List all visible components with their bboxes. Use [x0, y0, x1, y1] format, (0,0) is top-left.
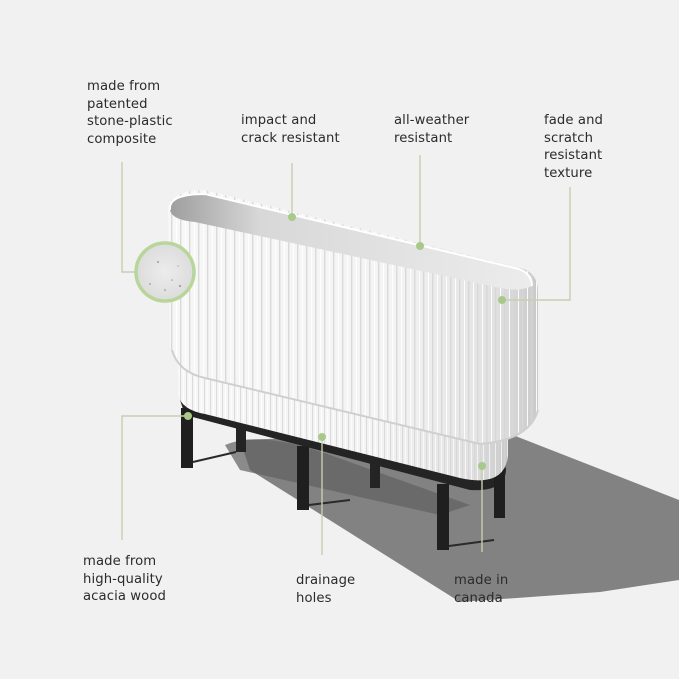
callout-dots	[184, 213, 506, 470]
callout-weather: all-weather resistant	[394, 113, 470, 146]
texture-inset	[134, 241, 196, 303]
planter-opening	[169, 194, 532, 290]
callout-wood: made from high-quality acacia wood	[83, 554, 166, 605]
callout-canada: made in canada	[454, 573, 509, 606]
callout-impact: impact and crack resistant	[241, 113, 340, 146]
callout-material: made from patented stone-plastic composi…	[87, 79, 173, 147]
callout-drainage: drainage holes	[296, 573, 356, 606]
callout-lines	[121, 155, 571, 555]
callout-fade: fade and scratch resistant texture	[544, 113, 604, 181]
